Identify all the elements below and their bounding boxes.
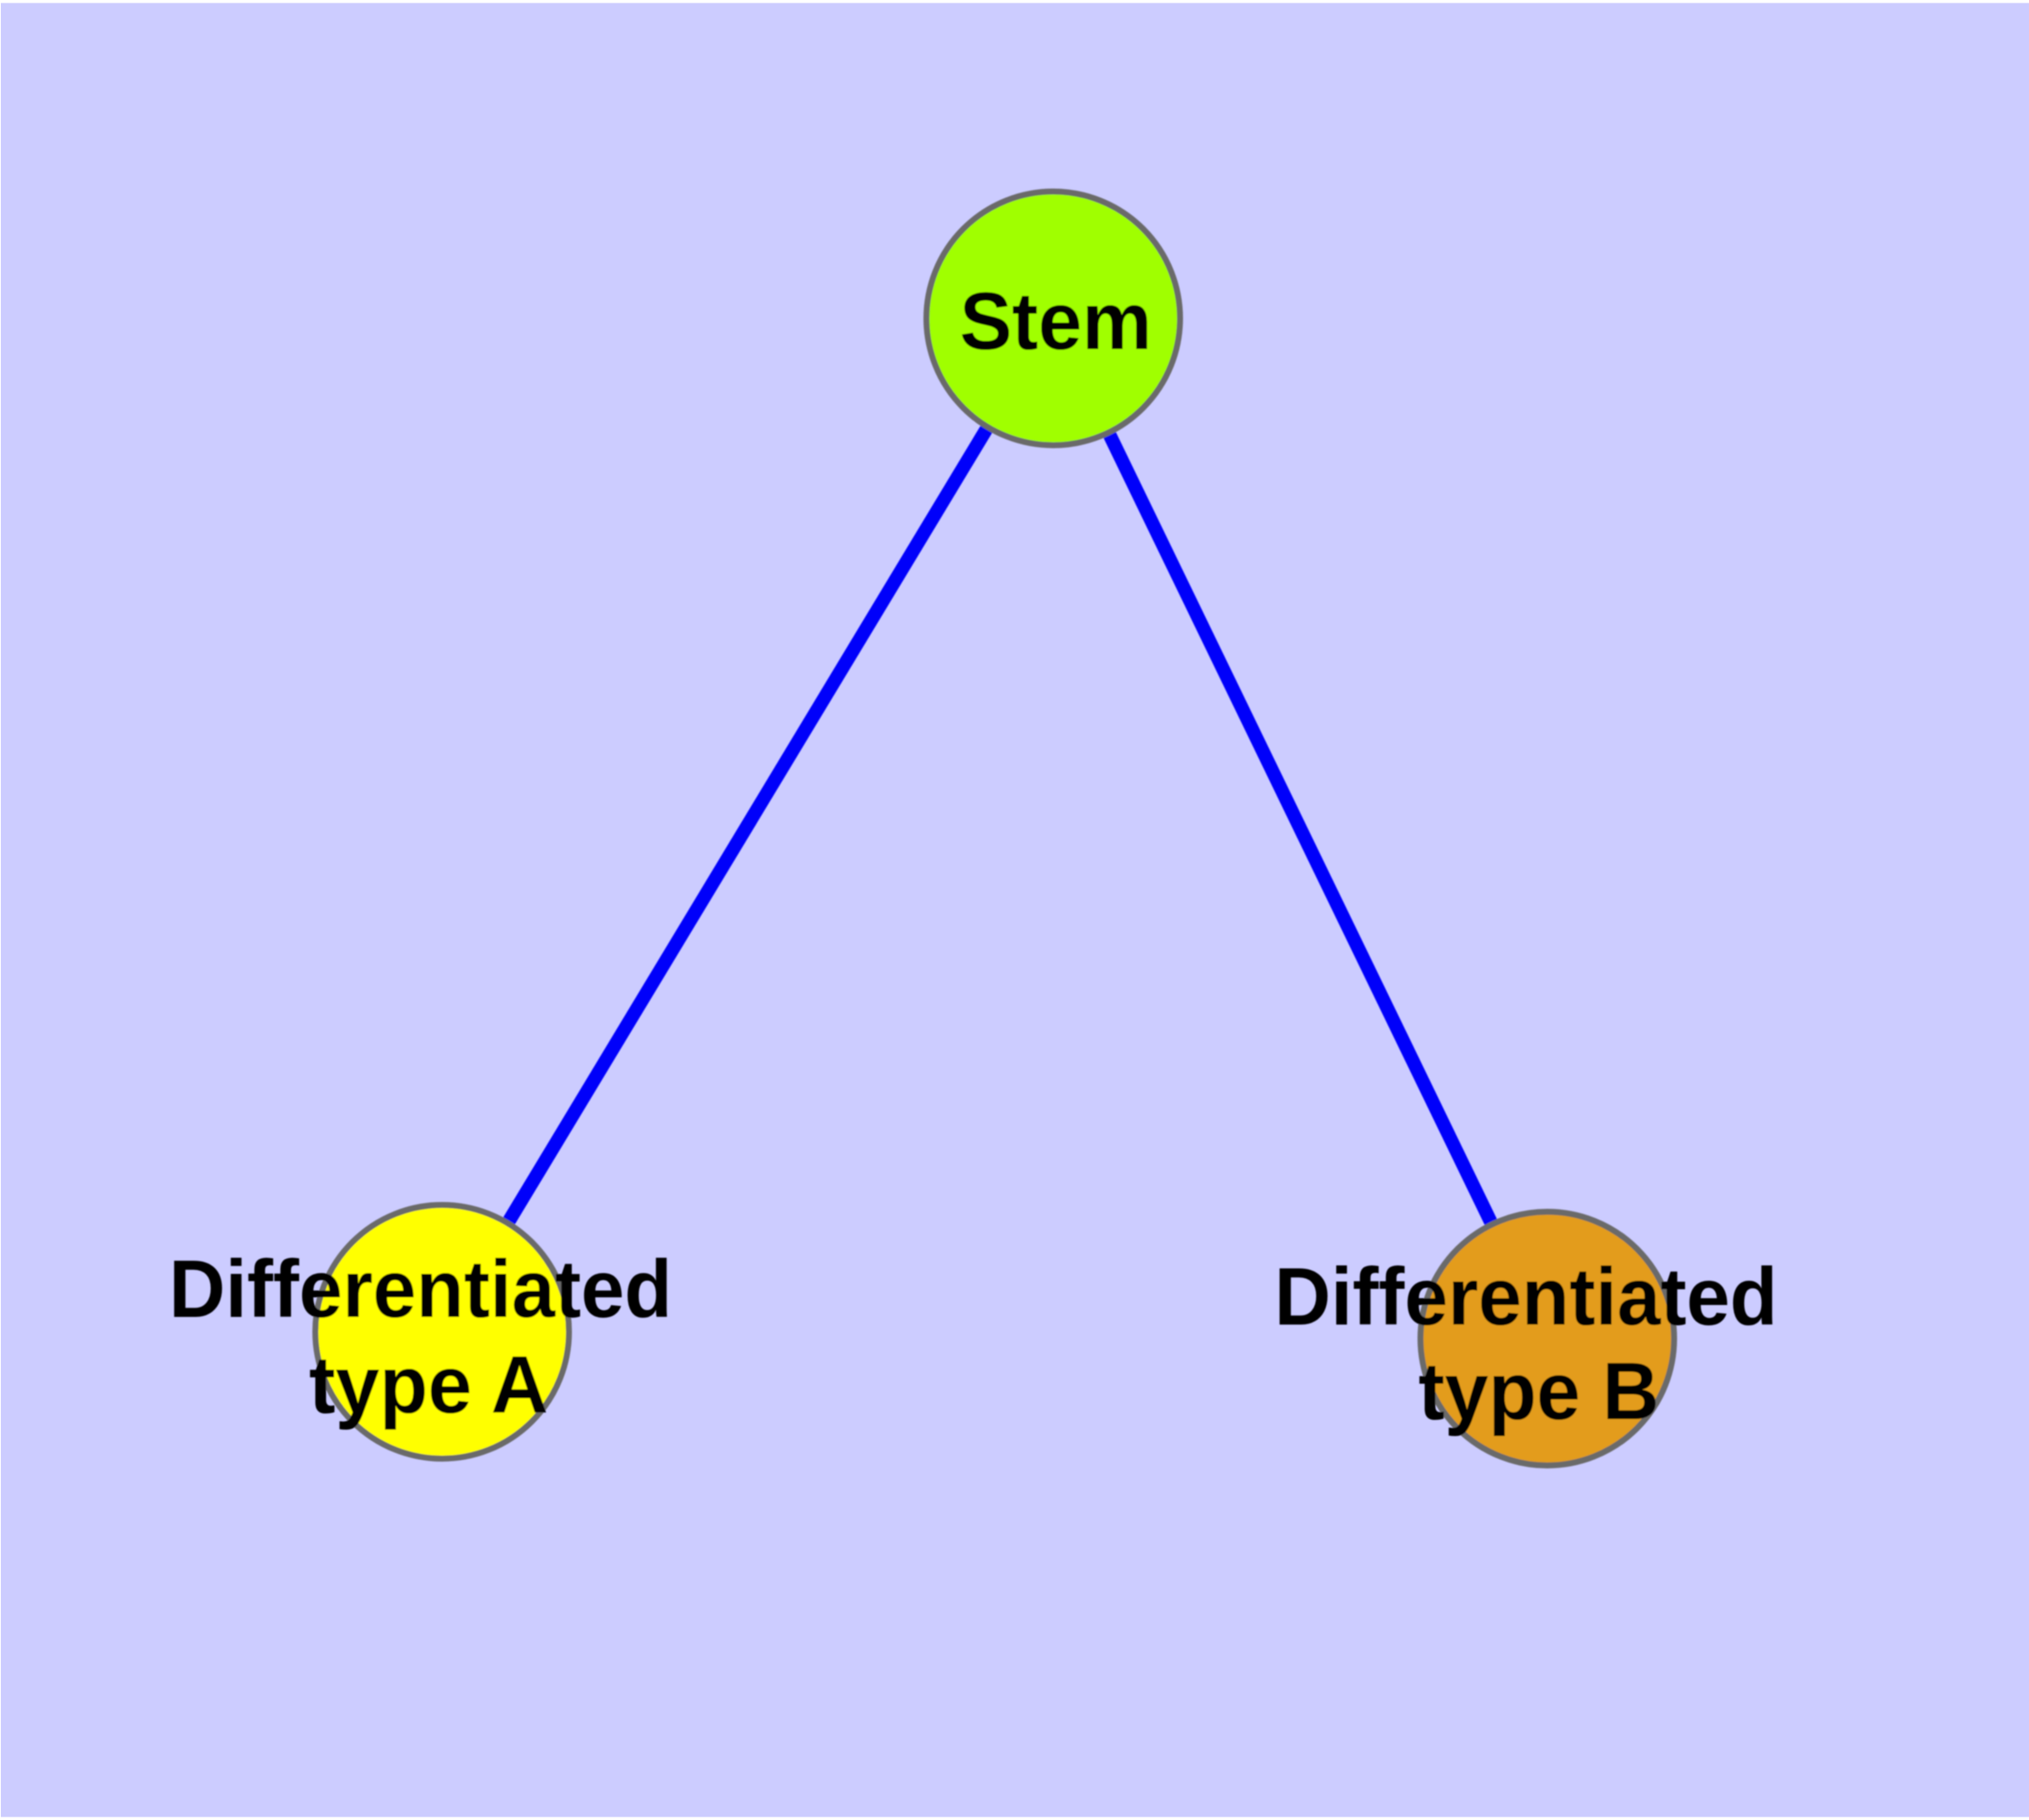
svg-text:type A: type A	[309, 1340, 548, 1431]
svg-text:type B: type B	[1419, 1346, 1660, 1437]
svg-text:Stem: Stem	[959, 276, 1152, 367]
svg-text:Differentiated: Differentiated	[169, 1244, 672, 1335]
svg-text:Differentiated: Differentiated	[1274, 1251, 1777, 1342]
